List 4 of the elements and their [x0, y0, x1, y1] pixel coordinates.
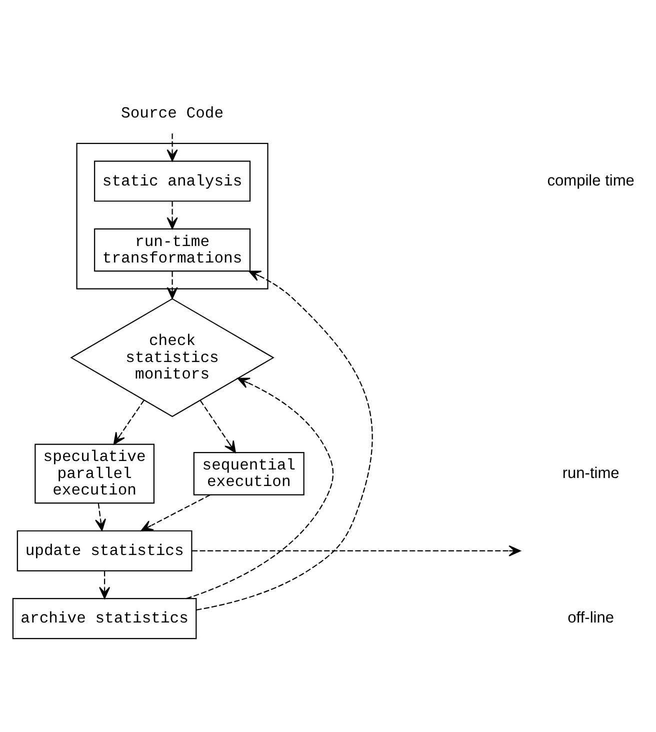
- label: run-time: [562, 464, 620, 482]
- label: compile time: [547, 172, 634, 190]
- label: off-line: [568, 610, 614, 627]
- node-text: Source Code: [121, 104, 224, 123]
